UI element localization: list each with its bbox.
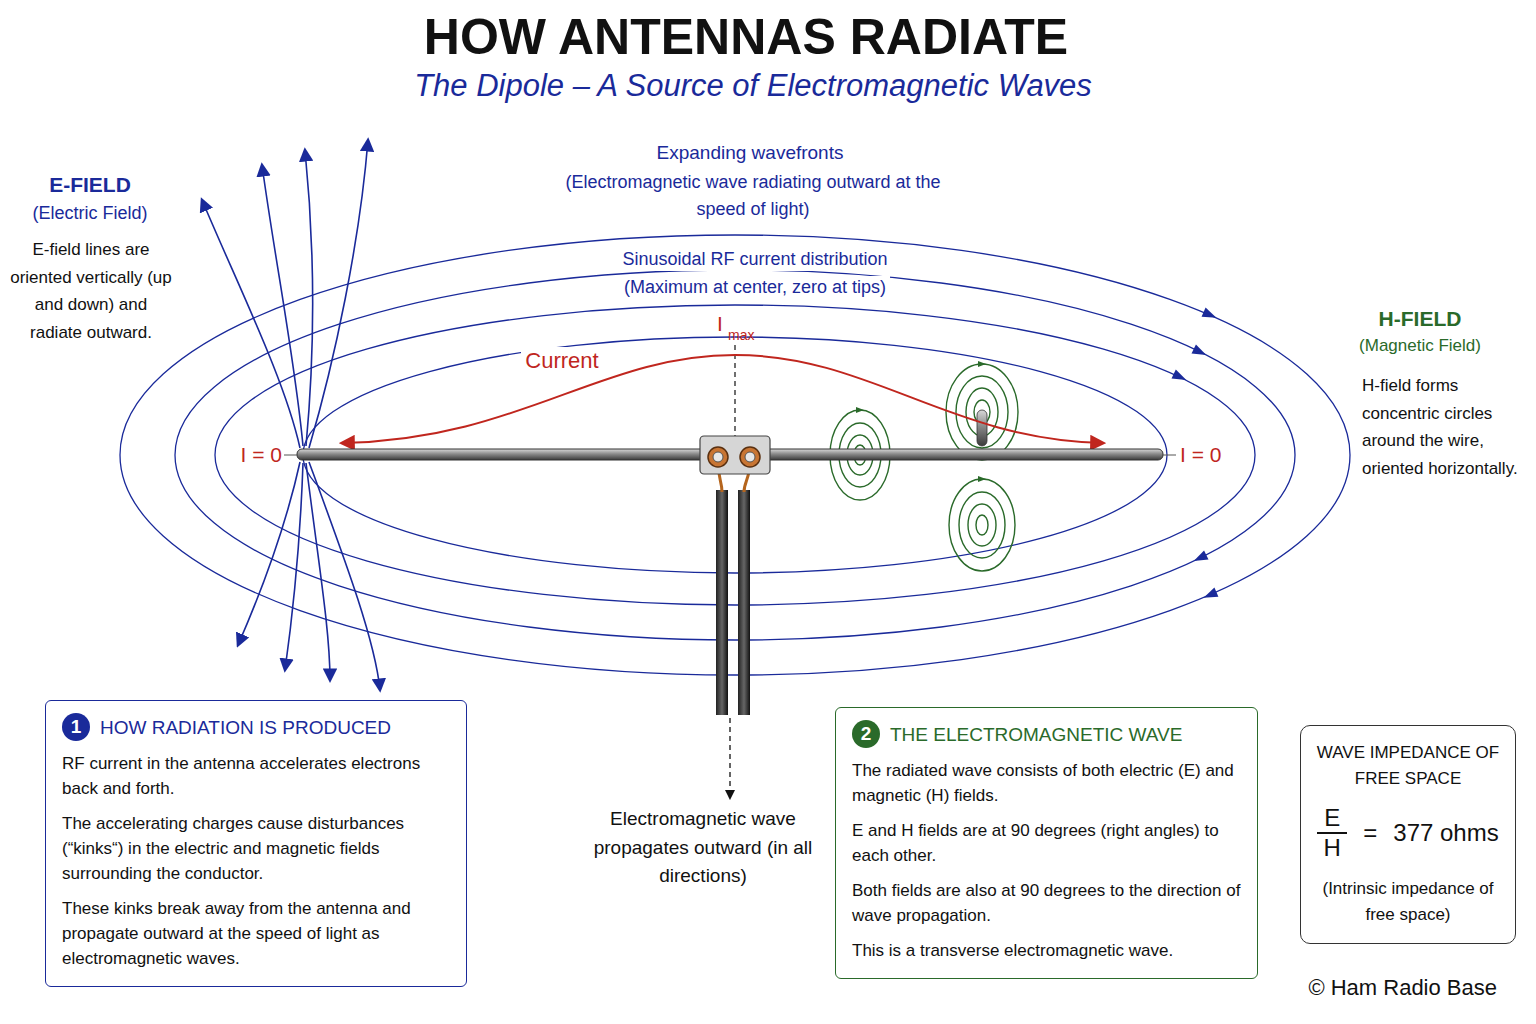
- formula-symbol: H: [1324, 834, 1341, 862]
- panel-text: E and H fields are at 90 degrees (right …: [852, 818, 1241, 868]
- info-panel: 2 THE ELECTROMAGNETIC WAVE The radiated wa…: [835, 707, 1258, 979]
- panel-heading: HOW RADIATION IS PRODUCED: [100, 715, 391, 740]
- propagation-note: Electromagnetic wave propagates outward …: [583, 805, 823, 891]
- tip-current: I = 0: [1180, 442, 1221, 468]
- panel-text: The accelerating charges cause disturban…: [62, 811, 450, 886]
- tip-current: I = 0: [241, 442, 282, 468]
- field-note: H-field forms concentric circles around …: [1362, 372, 1530, 482]
- copyright: © Ham Radio Base: [1308, 974, 1497, 1002]
- panel-heading: THE ELECTROMAGNETIC WAVE: [890, 722, 1182, 747]
- field-heading: E-FIELD: [49, 172, 131, 198]
- callout-number: 2: [852, 720, 880, 748]
- imax-symbol: I: [717, 311, 723, 337]
- h-field-circles: [830, 364, 1018, 571]
- terminal: [740, 447, 760, 467]
- h-field-arrows: [856, 361, 986, 482]
- current-label: Sinusoidal RF current distribution: [618, 248, 891, 271]
- feedline: [738, 490, 750, 715]
- wavefront-label: Expanding wavefronts: [657, 141, 844, 165]
- panel-text: The radiated wave consists of both elect…: [852, 758, 1241, 808]
- field-heading: H-FIELD: [1379, 306, 1462, 332]
- e-field-lines: [202, 140, 380, 690]
- formula-box: WAVE IMPEDANCE OF FREE SPACE EH = 377 ohms (…: [1300, 725, 1516, 944]
- info-panel: 1 HOW RADIATION IS PRODUCED RF current in …: [45, 700, 467, 987]
- current-note: (Maximum at center, zero at tips): [620, 276, 890, 299]
- fraction: EH: [1317, 804, 1347, 862]
- callout-number: 1: [62, 713, 90, 741]
- current-label: Current: [521, 347, 602, 375]
- panel-text: This is a transverse electromagnetic wav…: [852, 938, 1241, 963]
- page-title: HOW ANTENNAS RADIATE: [0, 8, 1492, 66]
- field-subheading: (Electric Field): [32, 202, 147, 225]
- formula-value: 377 ohms: [1393, 820, 1498, 846]
- propagation-arrow: [729, 718, 730, 798]
- fraction-bar: [1317, 832, 1347, 834]
- terminal: [713, 452, 723, 462]
- feedline: [716, 490, 728, 715]
- panel-text: RF current in the antenna accelerates el…: [62, 751, 450, 801]
- panel-heading-row: 2 THE ELECTROMAGNETIC WAVE: [852, 720, 1241, 748]
- center-insulator: [700, 436, 770, 474]
- wavefront-ellipses: [120, 235, 1350, 675]
- wavefront-note: (Electromagnetic wave radiating outward …: [563, 169, 943, 223]
- formula-heading: WAVE IMPEDANCE OF FREE SPACE: [1313, 740, 1503, 792]
- panel-heading-row: 1 HOW RADIATION IS PRODUCED: [62, 713, 450, 741]
- terminal: [708, 447, 728, 467]
- panel-text: Both fields are also at 90 degrees to th…: [852, 878, 1241, 928]
- current-curve: [342, 355, 1103, 443]
- imax-marker: [734, 345, 735, 436]
- formula-row: EH = 377 ohms: [1313, 804, 1503, 862]
- field-subheading: (Magnetic Field): [1359, 335, 1481, 356]
- field-note: E-field lines are oriented vertically (u…: [10, 236, 172, 346]
- tip-marker: [1163, 455, 1176, 456]
- panel-text: These kinks break away from the antenna …: [62, 896, 450, 971]
- imax-subscript: max: [728, 326, 754, 344]
- field-probe: [977, 410, 987, 446]
- terminal: [745, 452, 755, 462]
- tip-marker: [284, 455, 297, 456]
- formula-note: (Intrinsic impedance of free space): [1313, 876, 1503, 928]
- formula-symbol: =: [1363, 820, 1377, 846]
- subtitle: The Dipole – A Source of Electromagnetic…: [414, 66, 1092, 105]
- formula-symbol: E: [1324, 804, 1340, 832]
